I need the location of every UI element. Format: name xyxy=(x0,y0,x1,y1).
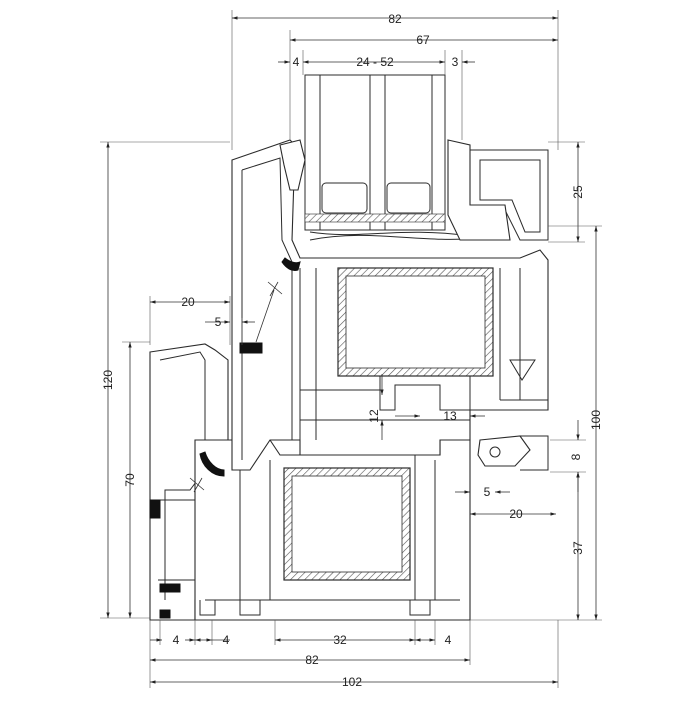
dim-left-overlap: 20 xyxy=(181,295,195,309)
dim-right-20: 20 xyxy=(509,507,523,521)
seal-black-4 xyxy=(159,609,171,619)
dim-bottom-4b: 4 xyxy=(223,633,230,647)
dimension-labels: 82 67 4 24 - 52 3 25 20 5 120 70 100 12 … xyxy=(101,12,603,689)
dim-mid-12: 12 xyxy=(367,409,381,423)
dim-right-37: 37 xyxy=(571,541,585,555)
dim-bottom-32: 32 xyxy=(333,633,347,647)
seal-black-3 xyxy=(159,583,181,593)
dim-height-frame: 70 xyxy=(123,473,137,487)
dim-bottom-frame: 82 xyxy=(305,653,319,667)
dim-glass-left: 4 xyxy=(293,55,300,69)
glazing-gasket-outer xyxy=(279,139,306,191)
glazing-unit xyxy=(304,74,481,241)
hardware-pin-upper xyxy=(255,281,283,343)
dim-bottom-4a: 4 xyxy=(173,633,180,647)
glazing-bead-inner xyxy=(447,139,511,241)
dim-glass-range: 24 - 52 xyxy=(356,55,394,69)
dim-right-rebate: 25 xyxy=(571,185,585,199)
dim-top-overall: 82 xyxy=(388,12,402,26)
dim-bottom-overall: 102 xyxy=(342,675,362,689)
gasket-curved-2 xyxy=(199,451,225,477)
dim-right-5: 5 xyxy=(484,485,491,499)
dim-glass-right: 3 xyxy=(452,55,459,69)
dim-left-gap: 5 xyxy=(215,315,222,329)
dim-right-8: 8 xyxy=(569,453,583,460)
dim-height-total: 120 xyxy=(101,370,115,390)
sash-catch xyxy=(477,435,531,467)
seal-black-1 xyxy=(239,342,263,354)
seal-black-2 xyxy=(149,499,161,519)
hardware-pin-lower xyxy=(189,477,205,493)
dim-height-right: 100 xyxy=(589,410,603,430)
dim-mid-13: 13 xyxy=(443,409,457,423)
dim-top-sash: 67 xyxy=(416,33,430,47)
gasket-curved-1 xyxy=(281,257,301,271)
dim-bottom-4c: 4 xyxy=(445,633,452,647)
dimension-lines xyxy=(100,10,602,688)
